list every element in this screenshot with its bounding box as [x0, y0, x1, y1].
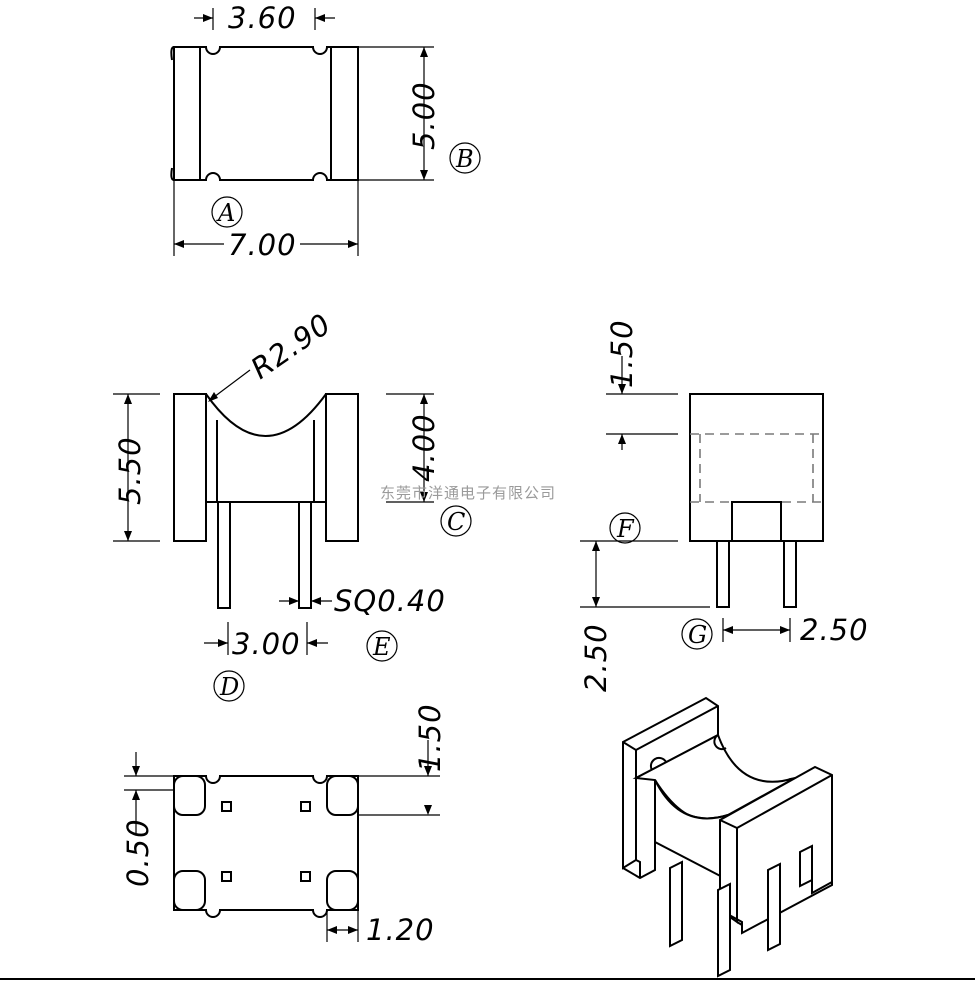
dim-bottom-top: 1.50: [413, 703, 447, 772]
dim-pin-pitch: 3.00: [232, 627, 301, 661]
isometric-view: [622, 696, 833, 978]
label-b: B: [455, 145, 474, 173]
dim-pin-length: 2.50: [579, 623, 613, 692]
dim-bottom-offset: 0.50: [121, 818, 155, 887]
dim-top-height: 5.00: [407, 81, 441, 150]
dim-bottom-width: 1.20: [366, 913, 435, 947]
dim-side-pitch: 2.50: [800, 613, 869, 647]
dim-front-height: 5.50: [113, 436, 147, 505]
label-d: D: [219, 673, 239, 701]
front-view: R2.90 5.50 4.00 SQ0.40 3.00 C D E: [113, 306, 472, 702]
label-e: E: [372, 633, 391, 661]
dim-radius: R2.90: [245, 306, 338, 385]
dim-slot-depth: 4.00: [407, 413, 441, 482]
watermark: 东莞市洋通电子有限公司: [380, 484, 556, 502]
label-f: F: [616, 515, 635, 543]
side-view: 1.50 2.50 2.50 F G: [579, 319, 869, 692]
label-g: G: [688, 621, 707, 649]
dim-top-width: 3.60: [228, 1, 297, 35]
dim-top-length: 7.00: [228, 228, 297, 262]
label-a: A: [216, 199, 235, 227]
top-view: 3.60 5.00 7.00 A B: [170, 1, 481, 262]
dim-pin-size: SQ0.40: [334, 584, 446, 618]
dim-side-top: 1.50: [605, 319, 639, 388]
label-c: C: [447, 508, 465, 536]
bottom-view: 0.50 1.50 1.20: [121, 703, 447, 947]
